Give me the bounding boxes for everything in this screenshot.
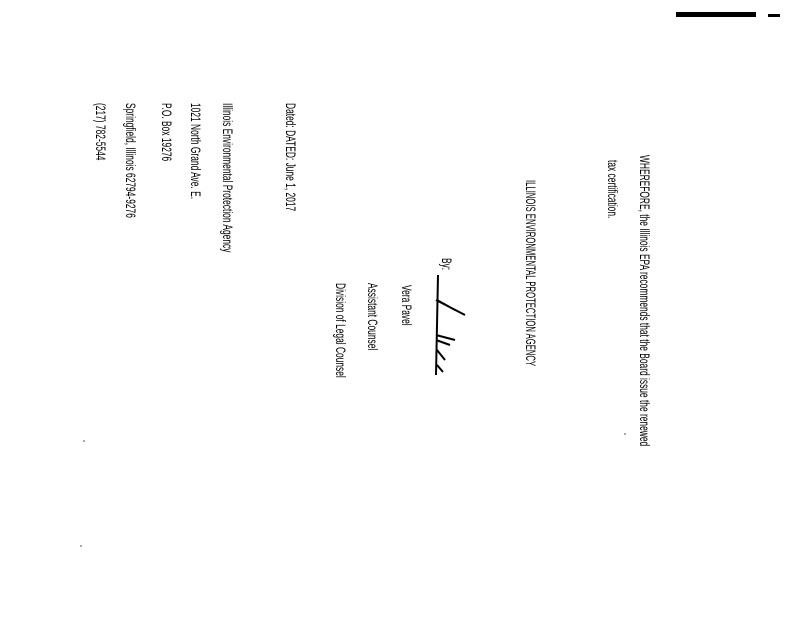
- scan-mark: [676, 12, 756, 17]
- address-line: Springfield, Illinois 62794-9276: [123, 103, 139, 218]
- signer-name: Vera Pavel: [399, 285, 415, 326]
- paragraph-line: tax certification.: [605, 160, 621, 219]
- signer-division: Division of Legal Counsel: [333, 283, 349, 378]
- address-line: 1021 North Grand Ave. E.: [188, 103, 204, 200]
- address-line: (217) 782-5544: [93, 103, 109, 161]
- scan-speck: [80, 545, 82, 547]
- by-label: By:: [439, 258, 455, 271]
- address-line: P.O. Box 19276: [159, 103, 175, 162]
- scan-speck: [83, 440, 85, 442]
- dated-line: Dated: DATED: June 1, 2017: [283, 103, 299, 212]
- address-line: Illinois Environmental Protection Agency: [220, 103, 236, 253]
- signature: [435, 274, 466, 376]
- scan-mark: [768, 14, 780, 17]
- scan-speck: [624, 433, 626, 435]
- agency-name: ILLINOIS ENVIRONMENTAL PROTECTION AGENCY: [523, 180, 539, 367]
- paragraph-line: WHEREFORE, the Illinois EPA recommends t…: [637, 155, 653, 447]
- signer-title: Assistant Counsel: [365, 283, 381, 351]
